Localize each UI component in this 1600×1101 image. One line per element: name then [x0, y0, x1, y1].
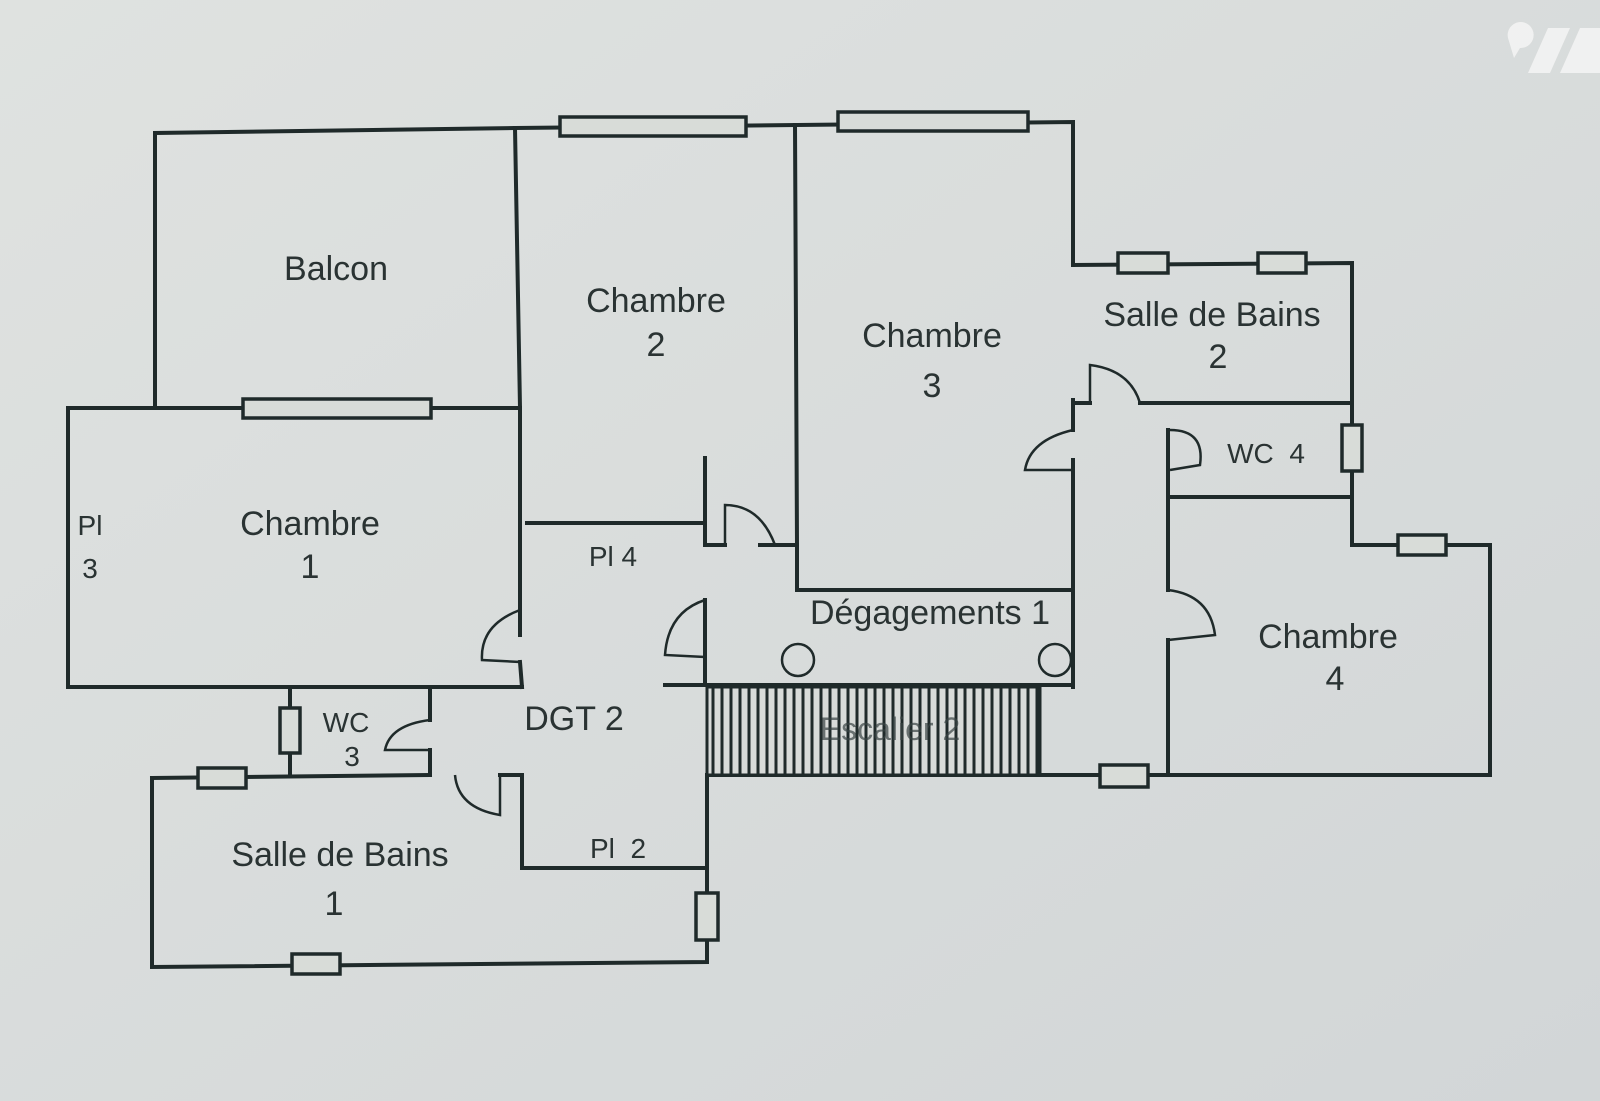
- label-wc3-num: 3: [344, 741, 360, 772]
- label-pl3-num: 3: [82, 553, 98, 584]
- label-chambre2-num: 2: [647, 326, 666, 364]
- label-chambre3: Chambre: [862, 317, 1002, 355]
- label-chambre4-num: 4: [1326, 660, 1345, 698]
- windows: [196, 110, 1448, 976]
- label-escalier: Escalier 2: [820, 711, 961, 747]
- label-sdb1-num: 1: [325, 885, 344, 923]
- label-balcon: Balcon: [284, 250, 388, 288]
- label-pl3: Pl: [78, 510, 103, 541]
- label-pl4: Pl 4: [589, 541, 637, 572]
- label-dgt2: DGT 2: [524, 700, 624, 738]
- label-chambre1: Chambre: [240, 505, 380, 543]
- label-chambre1-num: 1: [301, 548, 320, 586]
- column-circle: [780, 642, 816, 678]
- label-sdb2: Salle de Bains: [1103, 296, 1320, 334]
- staircase: [705, 685, 1042, 777]
- label-chambre4: Chambre: [1258, 618, 1398, 656]
- label-pl2: Pl 2: [590, 833, 646, 864]
- label-wc4: WC 4: [1227, 438, 1305, 469]
- label-degagements: Dégagements 1: [810, 594, 1050, 632]
- label-sdb2-num: 2: [1209, 338, 1228, 376]
- door-arcs: [383, 363, 1217, 817]
- label-sdb1: Salle de Bains: [231, 836, 448, 874]
- label-wc3: WC: [323, 707, 370, 738]
- label-chambre3-num: 3: [923, 367, 942, 405]
- room-labels: Balcon Chambre 2 Chambre 3 Salle de Bain…: [78, 250, 1398, 923]
- label-chambre2: Chambre: [586, 282, 726, 320]
- column-circle: [1037, 642, 1073, 678]
- watermark-logo: [1507, 22, 1600, 73]
